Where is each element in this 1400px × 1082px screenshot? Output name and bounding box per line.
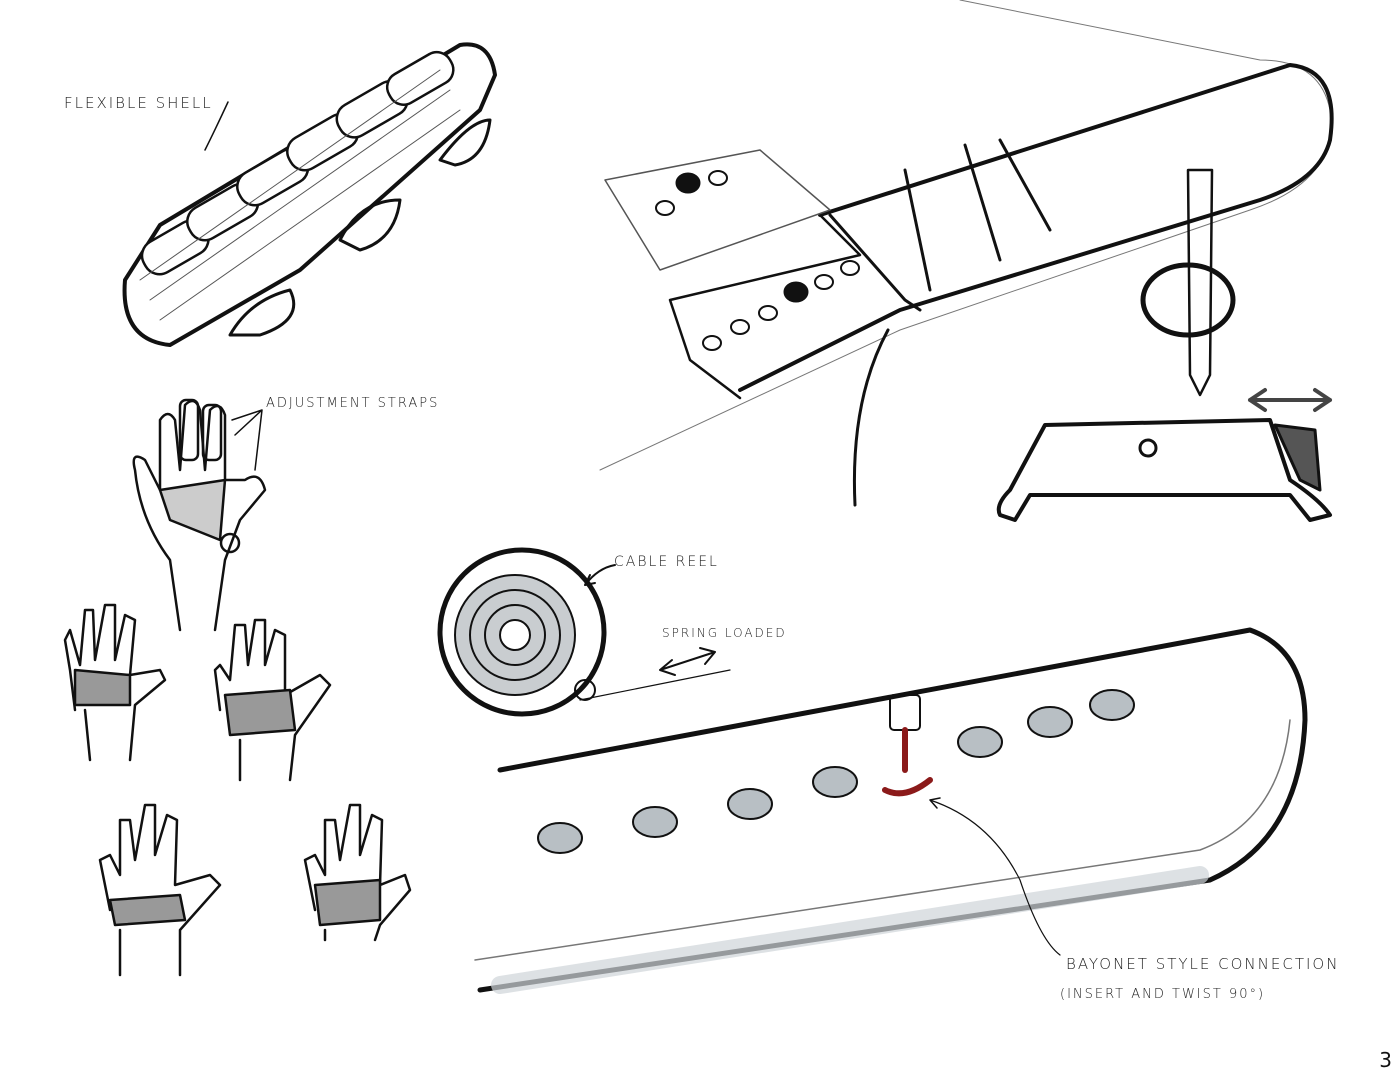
strap-bottom-sketch	[474, 627, 1308, 994]
strap-top-sketch	[599, 0, 1334, 522]
label-cable-reel: CABLE REEL	[614, 554, 719, 570]
page-number: 3	[1379, 1048, 1392, 1072]
hand-straps-sketch	[132, 398, 267, 632]
label-bayonet-connection: BAYONET STYLE CONNECTION	[1066, 955, 1340, 973]
label-flexible-shell: FLEXIBLE SHELL	[64, 94, 213, 112]
flexible-shell-sketch	[122, 42, 497, 347]
label-adjustment-straps: ADJUSTMENT STRAPS	[266, 396, 440, 411]
label-insert-and-twist: (INSERT AND TWIST 90°)	[1060, 987, 1266, 1002]
label-spring-loaded: SPRING LOADED	[662, 626, 787, 640]
cable-reel-sketch	[437, 547, 731, 717]
hand-variations-sketch	[63, 603, 412, 977]
leader-lines	[231, 409, 263, 471]
